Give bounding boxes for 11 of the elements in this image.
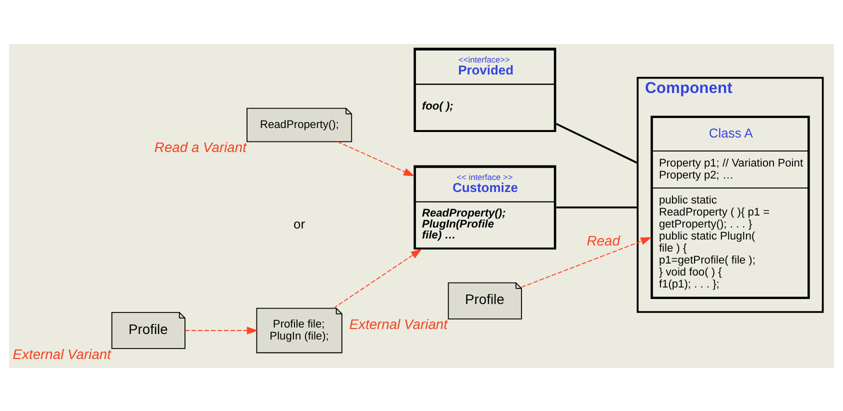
label: or xyxy=(294,216,306,231)
arrow xyxy=(184,326,258,334)
arrow xyxy=(336,140,415,176)
node-label: External Variant xyxy=(349,316,448,332)
node-label: External Variant xyxy=(12,345,111,362)
connector xyxy=(556,122,638,164)
node-label: Read a Variant xyxy=(154,138,246,154)
arrow xyxy=(333,248,422,308)
arrow xyxy=(521,236,652,288)
edge-label: Read xyxy=(586,232,620,248)
connector xyxy=(556,206,638,208)
